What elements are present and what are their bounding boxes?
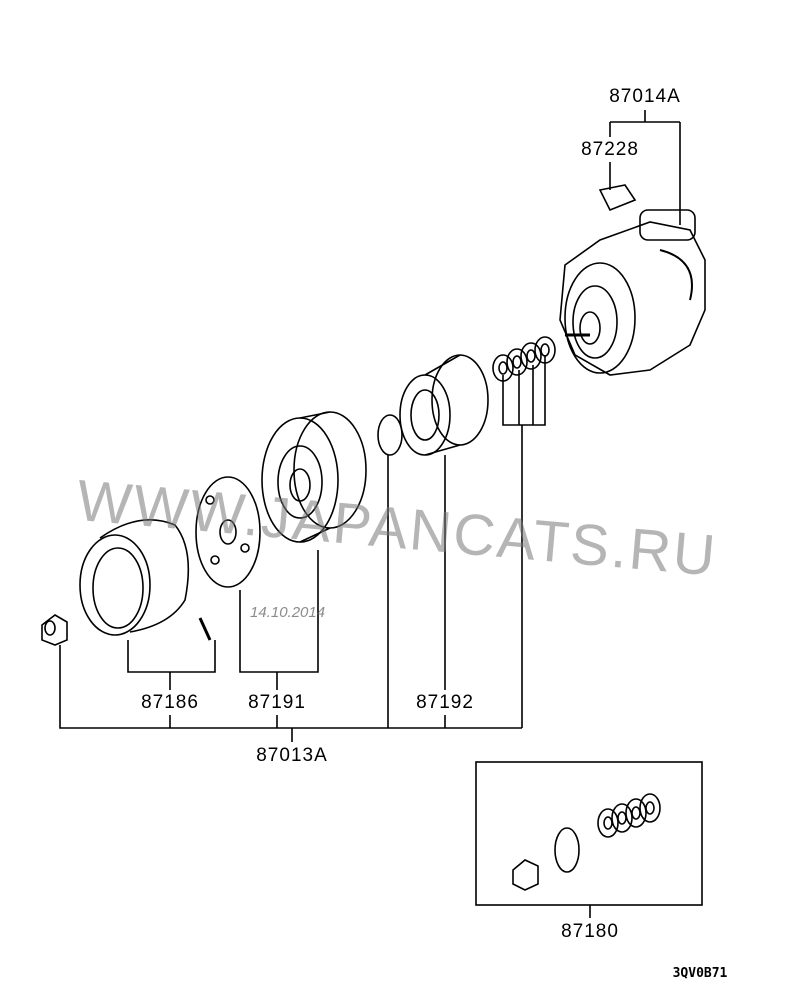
snap-ring bbox=[377, 414, 403, 456]
shim-washers bbox=[492, 336, 556, 382]
part-label-87014a[interactable]: 87014A bbox=[609, 86, 681, 107]
part-label-87228[interactable]: 87228 bbox=[581, 139, 639, 160]
leader-lines bbox=[59, 110, 681, 918]
shaft-nut bbox=[41, 614, 68, 646]
part-label-87186[interactable]: 87186 bbox=[141, 692, 199, 713]
compressor-drawing bbox=[559, 184, 706, 376]
diagram-code: 3QV0B71 bbox=[672, 966, 728, 981]
clutch-cover bbox=[79, 519, 212, 641]
part-label-87013a[interactable]: 87013A bbox=[256, 745, 328, 766]
kit-box bbox=[475, 761, 703, 906]
watermark-date: 14.10.2014 bbox=[250, 604, 326, 621]
part-label-87192[interactable]: 87192 bbox=[416, 692, 474, 713]
pulley bbox=[261, 411, 367, 543]
part-label-87191[interactable]: 87191 bbox=[248, 692, 306, 713]
part-label-87180[interactable]: 87180 bbox=[561, 921, 619, 942]
field-coil bbox=[399, 354, 489, 456]
kit-parts bbox=[512, 793, 661, 891]
armature-plate bbox=[195, 476, 261, 588]
